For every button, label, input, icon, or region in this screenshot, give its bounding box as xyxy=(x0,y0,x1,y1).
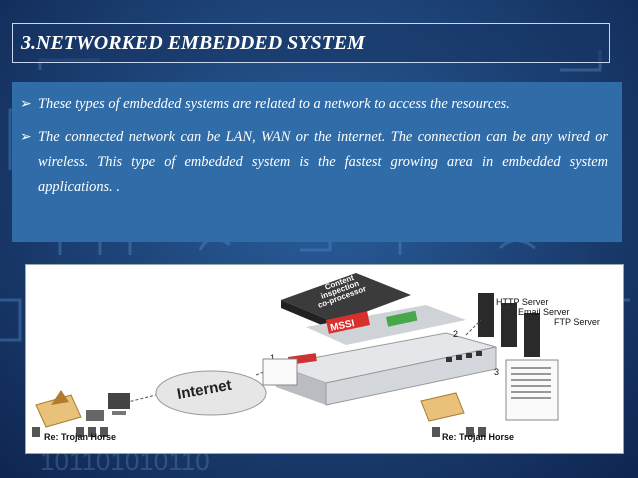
mssi-board: MSSI xyxy=(306,305,466,345)
arrow-bullet-icon: ➢ xyxy=(20,97,32,112)
content-box: ➢ These types of embedded systems are re… xyxy=(12,82,622,242)
mail-subject-left: Re: Trojan Horse xyxy=(44,432,116,442)
screen-window-lines xyxy=(511,367,551,399)
http-server-label: HTTP Server xyxy=(496,297,548,307)
user-icons xyxy=(432,427,486,437)
laptop-icon xyxy=(86,410,104,421)
bullet-text: The connected network can be LAN, WAN or… xyxy=(38,129,608,195)
bullet-item: ➢ The connected network can be LAN, WAN … xyxy=(20,125,608,200)
network-appliance xyxy=(274,332,497,406)
network-diagram-image: Content inspection co-processor MSSI xyxy=(25,264,624,454)
step-number: 3 xyxy=(494,367,499,377)
user-icons xyxy=(32,427,108,437)
server-rack-icon xyxy=(478,293,540,357)
step-number: 2 xyxy=(453,329,458,339)
bullet-item: ➢ These types of embedded systems are re… xyxy=(20,92,608,117)
email-server-label: Email Server xyxy=(518,307,570,317)
screen-window xyxy=(505,359,559,421)
envelope-icon xyxy=(420,392,465,422)
slide-title-box: 3.NETWORKED EMBEDDED SYSTEM xyxy=(12,23,610,63)
arrow-bullet-icon: ➢ xyxy=(20,130,32,145)
screen-window xyxy=(262,358,298,386)
ftp-server-label: FTP Server xyxy=(554,317,600,327)
computer-icon xyxy=(108,393,130,415)
envelope-icon xyxy=(35,390,82,428)
chip-brand: MSSI xyxy=(329,318,355,334)
step-number: 1 xyxy=(270,353,275,363)
internet-cloud-icon: Internet xyxy=(155,370,267,416)
mail-subject-right: Re: Trojan Horse xyxy=(442,432,514,442)
bullet-text: These types of embedded systems are rela… xyxy=(38,96,510,112)
slide-title: 3.NETWORKED EMBEDDED SYSTEM xyxy=(21,31,365,54)
